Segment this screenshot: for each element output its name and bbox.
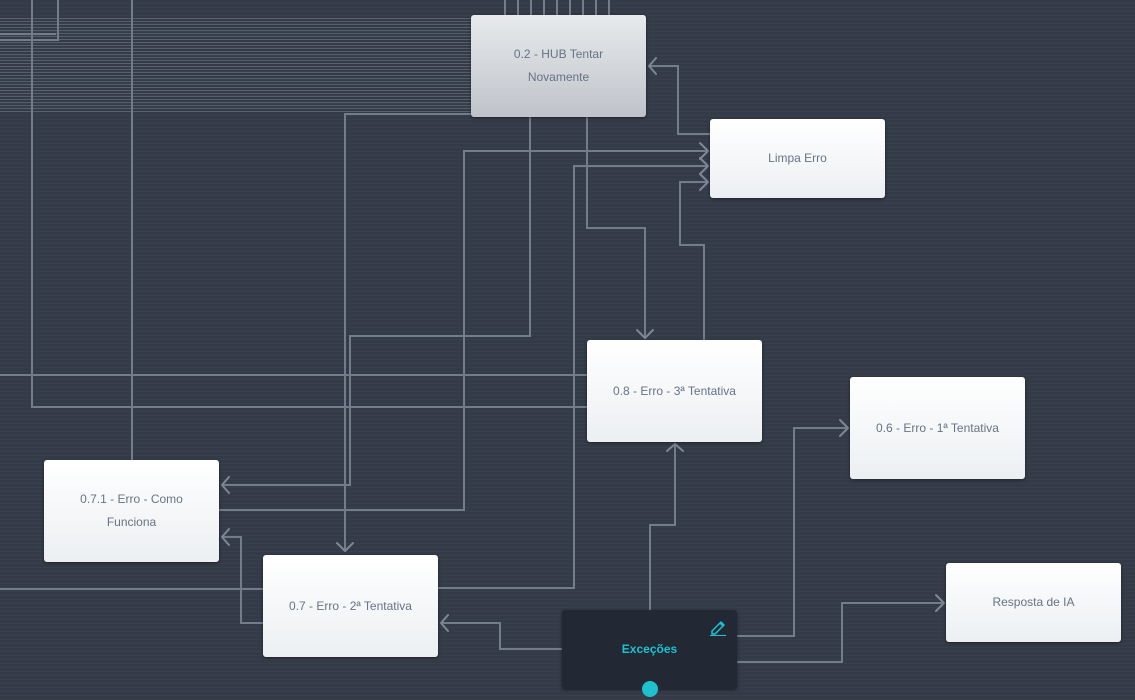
node-erro-como-funciona[interactable]: 0.7.1 - Erro - Como Funciona xyxy=(44,460,219,562)
node-erro-3-tentativa[interactable]: 0.8 - Erro - 3ª Tentativa xyxy=(587,340,762,442)
arrow-right-icon xyxy=(839,419,849,437)
arrow-up-icon xyxy=(666,443,684,452)
arrow-right-icon xyxy=(699,173,709,191)
node-label: 0.2 - HUB Tentar Novamente xyxy=(513,47,604,84)
node-label: Resposta de IA xyxy=(992,595,1075,609)
connection-line xyxy=(31,0,587,408)
arrow-right-icon xyxy=(699,157,709,175)
node-excecoes[interactable]: Exceções xyxy=(562,610,737,689)
arrow-down-icon xyxy=(636,329,654,339)
node-erro-2-tentativa[interactable]: 0.7 - Erro - 2ª Tentativa xyxy=(263,555,438,657)
node-label: Limpa Erro xyxy=(768,151,827,165)
connection-line xyxy=(0,0,59,41)
arrow-left-icon xyxy=(221,476,230,494)
connection-line xyxy=(649,444,676,610)
node-label: 0.7.1 - Erro - Como Funciona xyxy=(80,492,183,529)
node-label: 0.7 - Erro - 2ª Tentativa xyxy=(289,598,412,613)
connection-line xyxy=(344,113,471,550)
node-erro-1-tentativa[interactable]: 0.6 - Erro - 1ª Tentativa xyxy=(850,377,1025,479)
connection-line xyxy=(649,65,710,135)
arrow-down-icon xyxy=(336,542,354,552)
connection-line xyxy=(737,427,848,637)
connection-line xyxy=(504,0,610,16)
connection-line xyxy=(219,150,708,511)
arrow-right-icon xyxy=(699,142,709,160)
connection-line xyxy=(441,622,562,650)
connection-line xyxy=(222,117,531,486)
connection-port-icon[interactable] xyxy=(642,681,658,697)
node-label: 0.8 - Erro - 3ª Tentativa xyxy=(613,383,736,398)
node-label: 0.6 - Erro - 1ª Tentativa xyxy=(876,420,999,435)
arrow-left-icon xyxy=(440,614,449,632)
connection-line xyxy=(737,602,944,663)
arrow-right-icon xyxy=(935,594,945,612)
connection-line xyxy=(222,536,263,624)
arrow-left-icon xyxy=(648,57,657,75)
wire-bundle xyxy=(0,16,472,112)
node-limpa-erro[interactable]: Limpa Erro xyxy=(710,119,885,198)
connection-line xyxy=(679,181,708,340)
node-hub-tentar-novamente[interactable]: 0.2 - HUB Tentar Novamente xyxy=(471,15,646,117)
connection-line xyxy=(438,165,708,589)
arrow-left-icon xyxy=(221,528,230,546)
connection-line xyxy=(586,117,646,338)
node-label: Exceções xyxy=(621,642,678,656)
pencil-icon[interactable] xyxy=(709,618,727,636)
node-resposta-de-ia[interactable]: Resposta de IA xyxy=(946,563,1121,642)
